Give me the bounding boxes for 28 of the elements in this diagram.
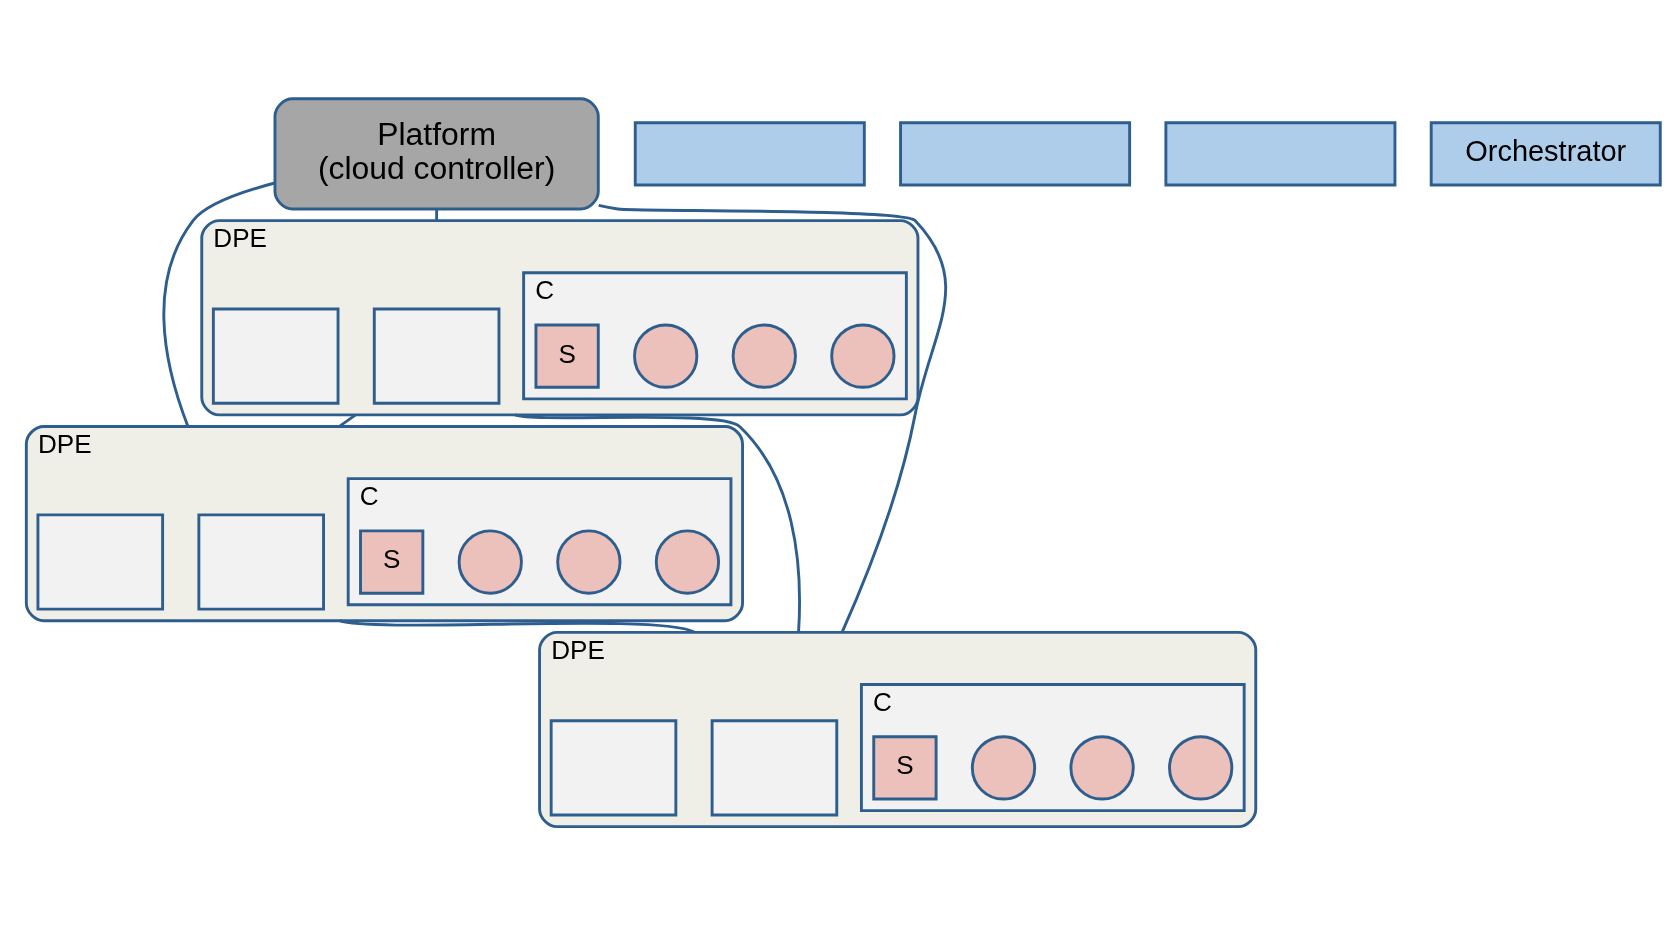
node-box xyxy=(633,120,866,186)
node-circle xyxy=(970,734,1037,800)
node-box xyxy=(710,718,839,816)
node-box xyxy=(899,120,1132,186)
node-circle xyxy=(1069,734,1135,800)
node-box xyxy=(549,718,678,816)
node-circle xyxy=(556,528,622,595)
node-circle xyxy=(731,323,797,389)
node-box: S xyxy=(359,528,425,595)
node-circle xyxy=(1168,734,1234,800)
node-box: S xyxy=(534,323,600,389)
node-circle xyxy=(654,528,721,595)
node-circle xyxy=(457,528,523,595)
node-box: Orchestrator xyxy=(1429,120,1662,186)
node-box xyxy=(1164,120,1397,186)
connector xyxy=(435,208,439,221)
node-box xyxy=(36,512,165,611)
node-box xyxy=(211,307,340,405)
node-circle xyxy=(633,323,699,389)
node-circle xyxy=(830,323,896,389)
node-box xyxy=(372,307,501,405)
connector xyxy=(162,181,276,427)
connector xyxy=(338,413,357,428)
connector xyxy=(598,203,947,633)
connector xyxy=(514,412,801,632)
node-box xyxy=(197,512,325,611)
node-box: S xyxy=(872,734,938,800)
node-box: Platform (cloud controller) xyxy=(273,96,600,210)
